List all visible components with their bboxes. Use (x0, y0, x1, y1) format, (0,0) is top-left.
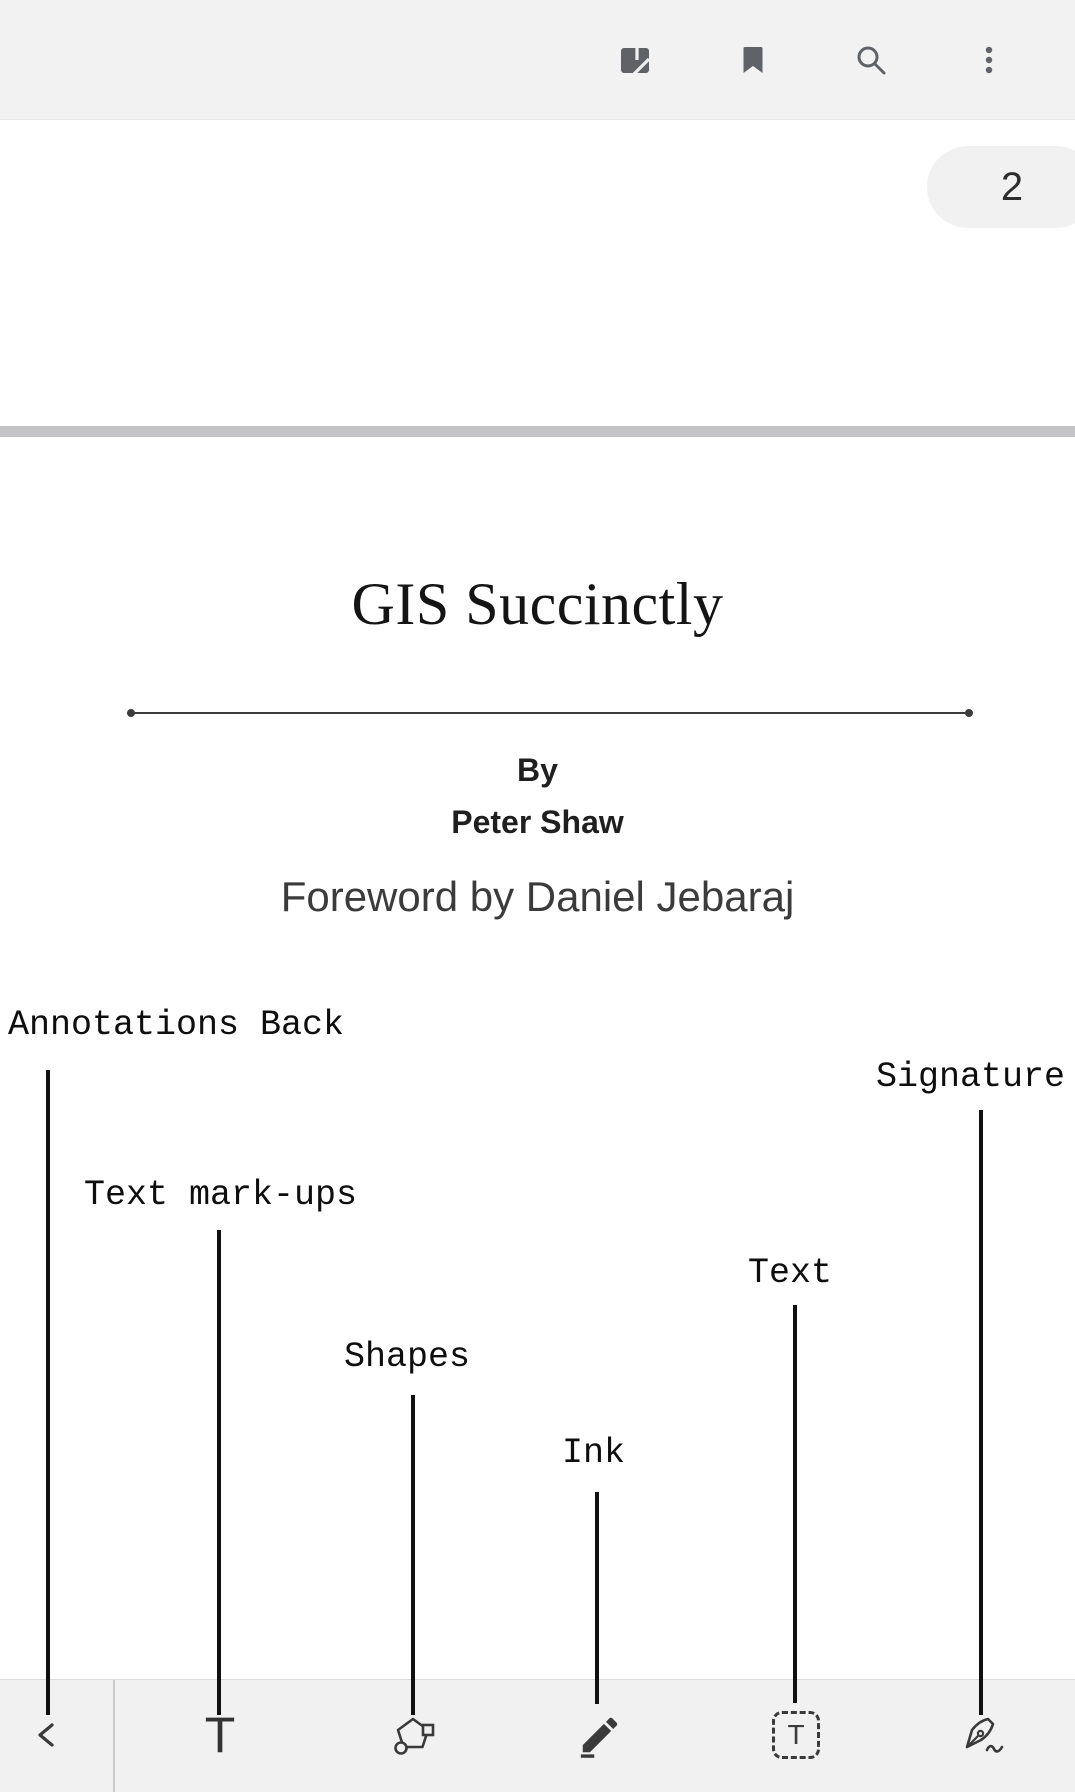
text-box-glyph: T (787, 1719, 805, 1750)
text-markup-tool-button[interactable]: T (192, 1707, 248, 1763)
toolbar-separator (113, 1680, 115, 1792)
overflow-menu-icon (985, 46, 993, 73)
ink-pen-icon (580, 1717, 618, 1758)
text-box-icon: T (772, 1711, 820, 1759)
annotation-toolbar: T T (0, 1679, 1075, 1792)
author-name: Peter Shaw (451, 804, 624, 840)
shapes-tool-button[interactable] (385, 1707, 441, 1763)
callout-line-ink (595, 1492, 599, 1704)
reading-mode-icon (621, 47, 651, 75)
callout-line-annotations-back (46, 1070, 50, 1715)
foreword-line: Foreword by Daniel Jebaraj (280, 873, 795, 920)
ink-tool-button[interactable] (572, 1707, 628, 1763)
document-title: GIS Succinctly (351, 571, 724, 637)
callout-label-signature: Signature (876, 1057, 1066, 1097)
callout-label-annotations-back: Annotations Back (8, 1005, 345, 1045)
callout-label-ink: Ink (562, 1433, 626, 1473)
overflow-menu-button[interactable] (967, 38, 1011, 82)
search-icon (857, 46, 886, 74)
shapes-icon (394, 1717, 435, 1755)
text-markup-icon: T (204, 1707, 236, 1763)
bookmark-button[interactable] (731, 38, 775, 82)
title-rule (127, 709, 973, 717)
back-button[interactable] (20, 1707, 76, 1763)
text-box-tool-button[interactable]: T (768, 1707, 824, 1763)
callout-line-signature (979, 1110, 983, 1715)
bookmark-icon (743, 46, 763, 73)
signature-tool-button[interactable] (954, 1707, 1010, 1763)
search-button[interactable] (849, 38, 893, 82)
reading-mode-button[interactable] (613, 38, 657, 82)
callout-line-shapes (411, 1395, 415, 1715)
page-number-indicator[interactable]: 2 (927, 146, 1075, 228)
page-divider (0, 426, 1075, 437)
callout-line-text-markups (217, 1230, 221, 1715)
callout-label-shapes: Shapes (344, 1337, 471, 1377)
signature-pen-icon (965, 1717, 1004, 1753)
byline-label: By (517, 752, 558, 788)
top-app-bar (0, 0, 1075, 120)
back-chevron-icon (38, 1723, 54, 1747)
callout-label-text: Text (748, 1253, 833, 1293)
page-number: 2 (1000, 164, 1024, 209)
callout-line-text (793, 1305, 797, 1703)
callout-label-text-markups: Text mark-ups (84, 1175, 358, 1215)
